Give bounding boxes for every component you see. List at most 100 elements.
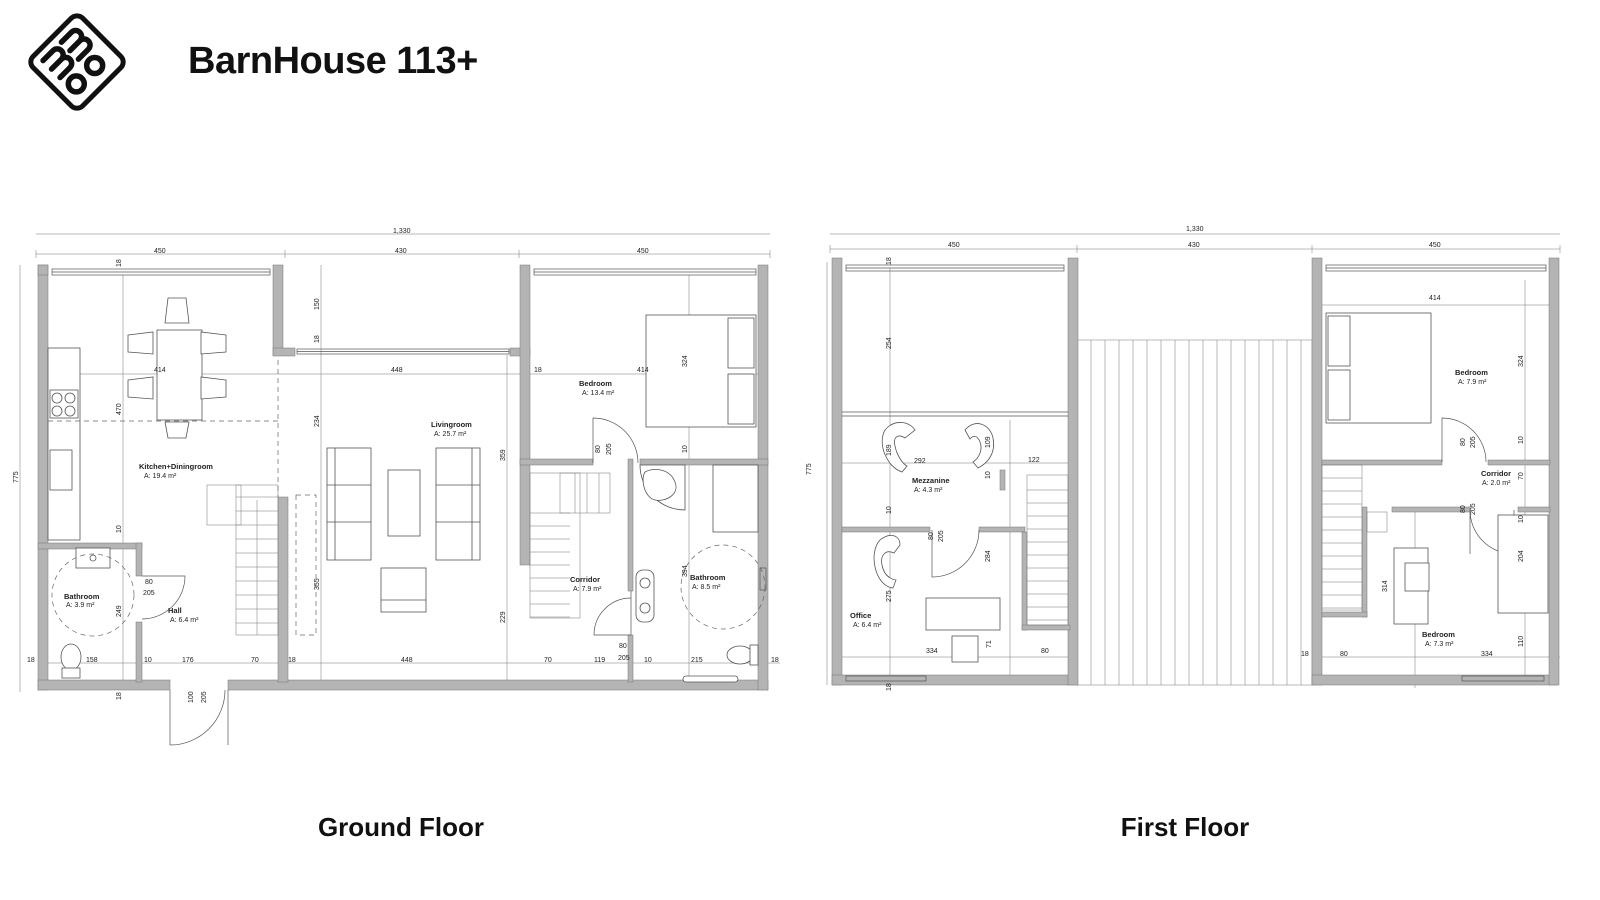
dimension-label: 80 [1041, 648, 1049, 655]
dimension-label: 122 [1028, 457, 1040, 464]
dimension-label: 80 [619, 643, 627, 650]
staircase [1321, 464, 1388, 611]
tv-zone [295, 494, 317, 636]
room-name: Hall [168, 606, 182, 615]
room-name: Office [850, 611, 871, 620]
dimension-label: 275 [886, 590, 893, 602]
living-room-furniture [326, 447, 481, 613]
staircase [1026, 474, 1069, 626]
first-floor-plan: Mezzanine A: 4.3 m² Office A: 6.4 m² Bed… [806, 226, 1561, 691]
room-area: A: 7.9 m² [1458, 379, 1487, 386]
room-name: Kitchen+Diningroom [139, 462, 213, 471]
turning-circle [51, 553, 135, 637]
dimension-label: 430 [395, 248, 407, 255]
dimension-label: 10 [116, 525, 123, 533]
room-name: Bathroom [64, 592, 100, 601]
room-area: A: 4.3 m² [914, 487, 943, 494]
dimension-label: 205 [1470, 436, 1477, 448]
windows [842, 264, 1547, 682]
room-area: A: 13.4 m² [582, 390, 615, 397]
dimension-label: 205 [143, 590, 155, 597]
room-name: Bedroom [1455, 368, 1488, 377]
kitchen-dining-furniture [47, 297, 227, 541]
dimension-label: 10 [144, 657, 152, 664]
dimension-label: 70 [544, 657, 552, 664]
dimension-label: 158 [86, 657, 98, 664]
dimension-label: 215 [691, 657, 703, 664]
room-labels: Mezzanine A: 4.3 m² Office A: 6.4 m² Bed… [850, 368, 1511, 648]
dimension-label: 448 [391, 367, 403, 374]
dimension-label: 205 [938, 530, 945, 542]
first-floor-caption: First Floor [1120, 812, 1250, 842]
room-area: A: 6.4 m² [853, 622, 882, 629]
dimension-label: 18 [27, 657, 35, 664]
walls [37, 264, 769, 691]
doors [141, 417, 639, 746]
walls [831, 257, 1560, 686]
room-name: Bedroom [579, 379, 612, 388]
dimension-labels: 1,330 450 430 450 18 414 470 150 18 448 … [13, 228, 779, 703]
terrace-decking [1076, 339, 1313, 686]
ground-floor-plan: Kitchen+Diningroom A: 19.4 m² Livingroom… [13, 228, 780, 746]
room-area: A: 3.9 m² [66, 602, 95, 609]
dimension-label: 414 [1429, 295, 1441, 302]
dimension-label: 775 [806, 463, 813, 475]
dimension-label: 18 [771, 657, 779, 664]
room-area: A: 8.5 m² [692, 584, 721, 591]
dimension-label: 324 [1518, 355, 1525, 367]
room-name: Livingroom [431, 420, 472, 429]
dimension-label: 18 [116, 259, 123, 267]
turning-circle [680, 544, 766, 630]
dimension-label: 150 [314, 298, 321, 310]
dimension-label: 1,330 [393, 228, 411, 235]
dimension-label: 176 [182, 657, 194, 664]
room-name: Corridor [570, 575, 600, 584]
dimension-label: 18 [886, 257, 893, 265]
dimension-label: 414 [637, 367, 649, 374]
room-name: Corridor [1481, 469, 1511, 478]
page-title: BarnHouse 113+ [188, 40, 478, 82]
dimension-label: 18 [314, 335, 321, 343]
dimension-label: 334 [926, 648, 938, 655]
dimension-label: 450 [1429, 242, 1441, 249]
dimension-label: 189 [886, 444, 893, 456]
dimension-label: 80 [145, 579, 153, 586]
dimension-label: 775 [13, 471, 20, 483]
dimension-label: 205 [606, 443, 613, 455]
room-name: Mezzanine [912, 476, 950, 485]
dimension-label: 18 [116, 692, 123, 700]
dimension-label: 110 [1518, 636, 1525, 647]
staircase [529, 472, 611, 619]
dimension-label: 292 [914, 458, 926, 465]
dimension-label: 334 [1481, 651, 1493, 658]
room-area: A: 19.4 m² [144, 473, 177, 480]
dimension-label: 10 [682, 445, 689, 453]
dimension-label: 1,330 [1186, 226, 1204, 233]
dimension-label: 119 [594, 657, 605, 664]
dimension-label: 10 [644, 657, 652, 664]
windows [51, 268, 767, 591]
dimension-label: 430 [1188, 242, 1200, 249]
dimension-label: 254 [886, 337, 893, 349]
dimension-label: 71 [986, 640, 993, 648]
dimension-label: 324 [682, 355, 689, 367]
dimension-label: 205 [1470, 503, 1477, 515]
dimension-label: 205 [618, 655, 630, 662]
dimension-label: 10 [1518, 436, 1525, 444]
dimension-label: 80 [1460, 438, 1467, 446]
dimension-label: 109 [985, 436, 992, 448]
dimension-label: 70 [251, 657, 259, 664]
bathroom-fixtures [60, 464, 759, 683]
staircase [206, 484, 279, 636]
dimension-label: 80 [1340, 651, 1348, 658]
dimension-label: 10 [886, 506, 893, 514]
dimension-label: 229 [500, 611, 507, 623]
dimension-label: 414 [154, 367, 166, 374]
dimension-label: 470 [116, 403, 123, 415]
dimension-label: 450 [154, 248, 166, 255]
dimension-label: 10 [985, 471, 992, 479]
dimension-label: 205 [201, 691, 208, 703]
dimension-label: 80 [928, 532, 935, 540]
dimension-label: 204 [1518, 550, 1525, 562]
